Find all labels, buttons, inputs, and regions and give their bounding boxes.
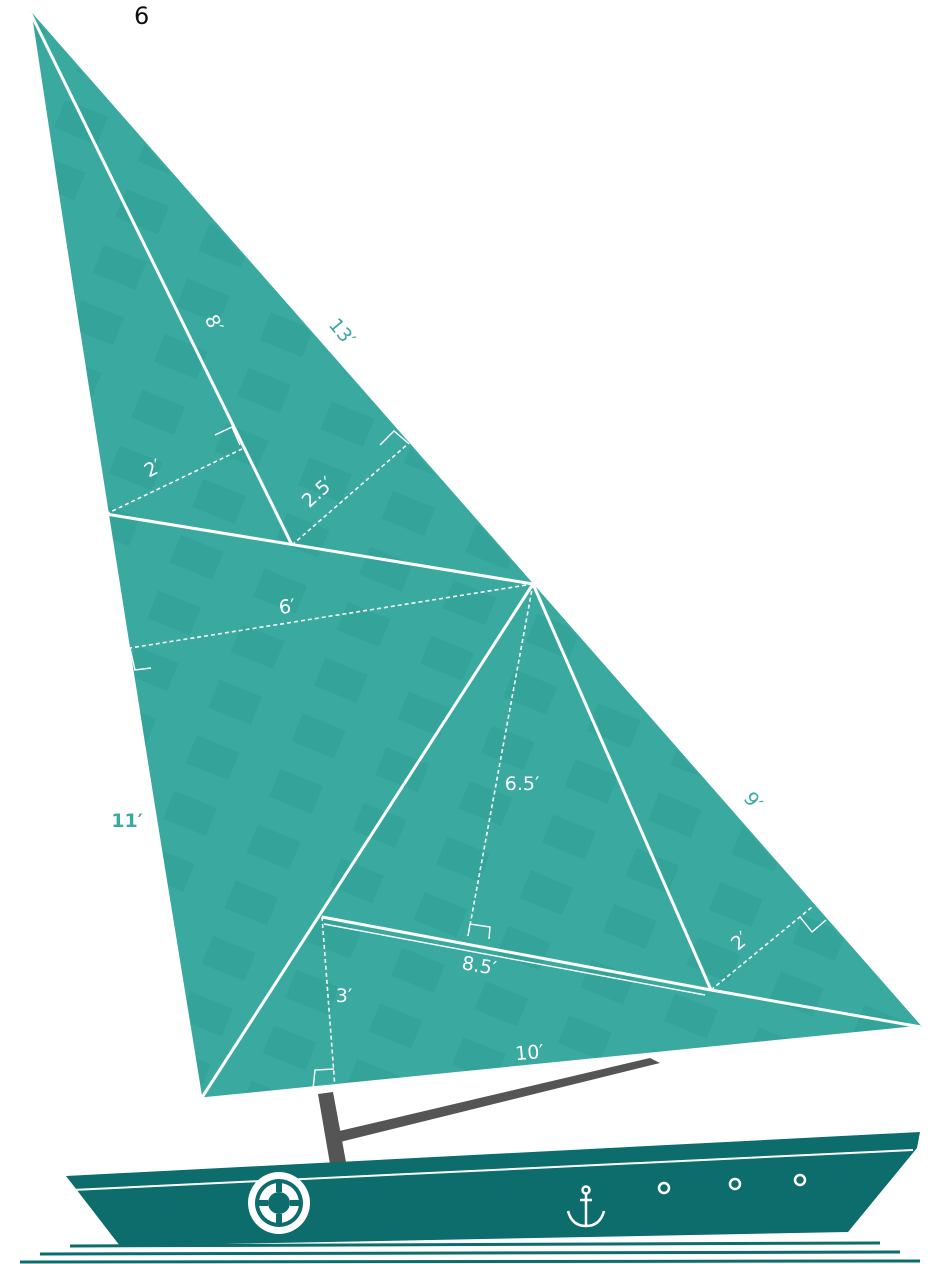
line-left-edge-lower	[104, 513, 203, 1100]
right-angle-marker-1	[214, 426, 241, 446]
label-bottom-base: 10′	[514, 1041, 544, 1065]
line-apex-to-upper-mid	[28, 11, 294, 546]
right-angle-marker-5	[799, 916, 827, 934]
life-ring-icon	[248, 1172, 310, 1234]
line-lower-middle-base-thin	[323, 923, 706, 996]
height-lower-left	[321, 916, 336, 1089]
water-line-3	[19, 1259, 921, 1264]
water-line-2	[39, 1250, 901, 1256]
height-lower-right	[710, 906, 813, 991]
height-upper-mid	[291, 442, 410, 546]
line-bottom-base	[200, 1025, 922, 1101]
label-lower-left-height: 3′	[336, 985, 352, 1007]
line-lower-right-base	[710, 988, 922, 1029]
sail	[29, 11, 922, 1099]
line-center-to-lower-right	[531, 583, 713, 991]
mast	[318, 1092, 346, 1164]
right-angle-marker-6	[312, 1068, 335, 1090]
hull-stripe	[71, 1149, 914, 1191]
line-lower-middle-base	[321, 915, 712, 992]
rigging	[318, 1058, 660, 1164]
right-angle-marker-4	[467, 923, 491, 940]
boom	[335, 1058, 660, 1142]
height-center	[467, 583, 534, 937]
sail-texture	[30, 12, 921, 1099]
porthole-icon	[793, 1173, 807, 1187]
right-angle-marker-2	[379, 430, 409, 446]
height-middle	[129, 583, 534, 649]
label-center-height: 6.5′	[505, 773, 540, 795]
portholes	[657, 1173, 807, 1195]
line-center-to-bottom-left	[199, 583, 535, 1100]
porthole-icon	[728, 1177, 742, 1191]
right-angle-marker-3	[129, 647, 152, 671]
label-hypotenuse-top: 13′	[324, 314, 359, 350]
hull-body	[66, 1132, 920, 1246]
label-left-edge: 11′	[111, 810, 142, 832]
right-angle-markers	[129, 426, 827, 1090]
hull	[19, 1132, 921, 1264]
porthole-icon	[657, 1181, 671, 1195]
label-middle-height: 6′	[278, 595, 297, 619]
label-right-edge: 9′	[739, 788, 766, 815]
height-lines	[105, 442, 813, 1089]
line-upper-cross	[105, 512, 534, 586]
water-line-1	[69, 1241, 881, 1248]
sail-outer-edge	[29, 11, 922, 1028]
sail-lines	[28, 11, 922, 1101]
anchor-icon	[566, 1185, 606, 1228]
problem-number: 6	[134, 2, 150, 30]
line-left-edge-upper	[28, 11, 108, 515]
